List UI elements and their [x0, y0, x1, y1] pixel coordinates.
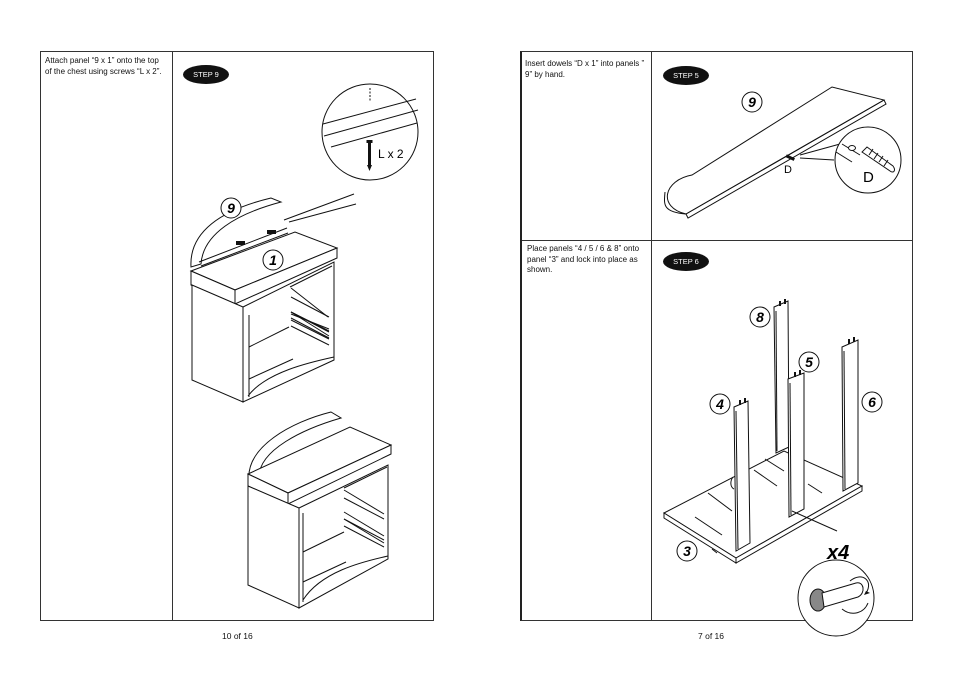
svg-text:4: 4	[715, 396, 724, 412]
step9-instruction: Attach panel “9 x 1” onto the top of the…	[45, 56, 162, 76]
dowel-detail-circle: D	[834, 126, 902, 194]
step6-instruction: Place panels “4 / 5 / 6 & 8” onto panel …	[527, 244, 640, 274]
screw-callout: L x 2	[378, 147, 404, 161]
count-callout: x4	[826, 542, 849, 564]
step5-illustration: D D 9	[663, 86, 902, 219]
panel-3-base	[662, 450, 864, 564]
right-page: Insert dowels “D x 1” into panels ” 9” b…	[520, 51, 913, 637]
callout-9-left: 9	[220, 197, 242, 219]
column-divider	[172, 52, 173, 620]
chest-assembled	[246, 411, 393, 609]
svg-text:9: 9	[748, 94, 756, 110]
left-page-number: 10 of 16	[222, 631, 253, 641]
callout-6: 6	[861, 391, 883, 413]
callout-8: 8	[749, 306, 771, 328]
svg-text:9: 9	[227, 200, 235, 216]
callout-4: 4	[709, 393, 731, 415]
panel-9-shelf	[663, 86, 887, 219]
callout-9-right: 9	[741, 91, 763, 113]
panel-8	[773, 299, 790, 454]
step6-badge: STEP 6	[663, 252, 709, 271]
step5-instruction: Insert dowels “D x 1” into panels ” 9” b…	[525, 59, 645, 79]
panel-6	[841, 337, 859, 492]
row-divider	[522, 240, 912, 241]
step9-illustration: L x 2 9	[189, 83, 419, 609]
callout-5: 5	[798, 351, 820, 373]
chest-upper	[189, 231, 339, 403]
dowel-callout: D	[784, 164, 792, 176]
dowel-icon	[785, 154, 795, 161]
panel-4	[730, 398, 751, 552]
callout-3: 3	[676, 540, 698, 562]
step5-badge: STEP 5	[663, 66, 709, 85]
right-page-number: 7 of 16	[698, 631, 724, 641]
cam-lock-icon	[797, 559, 875, 637]
dowel-detail-callout: D	[863, 169, 874, 186]
column-divider	[651, 52, 652, 620]
svg-text:3: 3	[683, 543, 691, 559]
svg-text:8: 8	[756, 309, 764, 325]
step6-illustration: x4 8 5 4 6 3	[662, 299, 883, 637]
screw-icon	[366, 140, 373, 171]
panel-5	[787, 370, 805, 518]
svg-text:1: 1	[269, 252, 277, 268]
step9-badge: STEP 9	[183, 65, 229, 84]
svg-text:6: 6	[868, 394, 876, 410]
callout-1-left: 1	[262, 249, 284, 271]
left-page: Attach panel “9 x 1” onto the top of the…	[40, 51, 434, 621]
svg-text:5: 5	[805, 354, 813, 370]
screw-detail-circle	[321, 83, 419, 181]
